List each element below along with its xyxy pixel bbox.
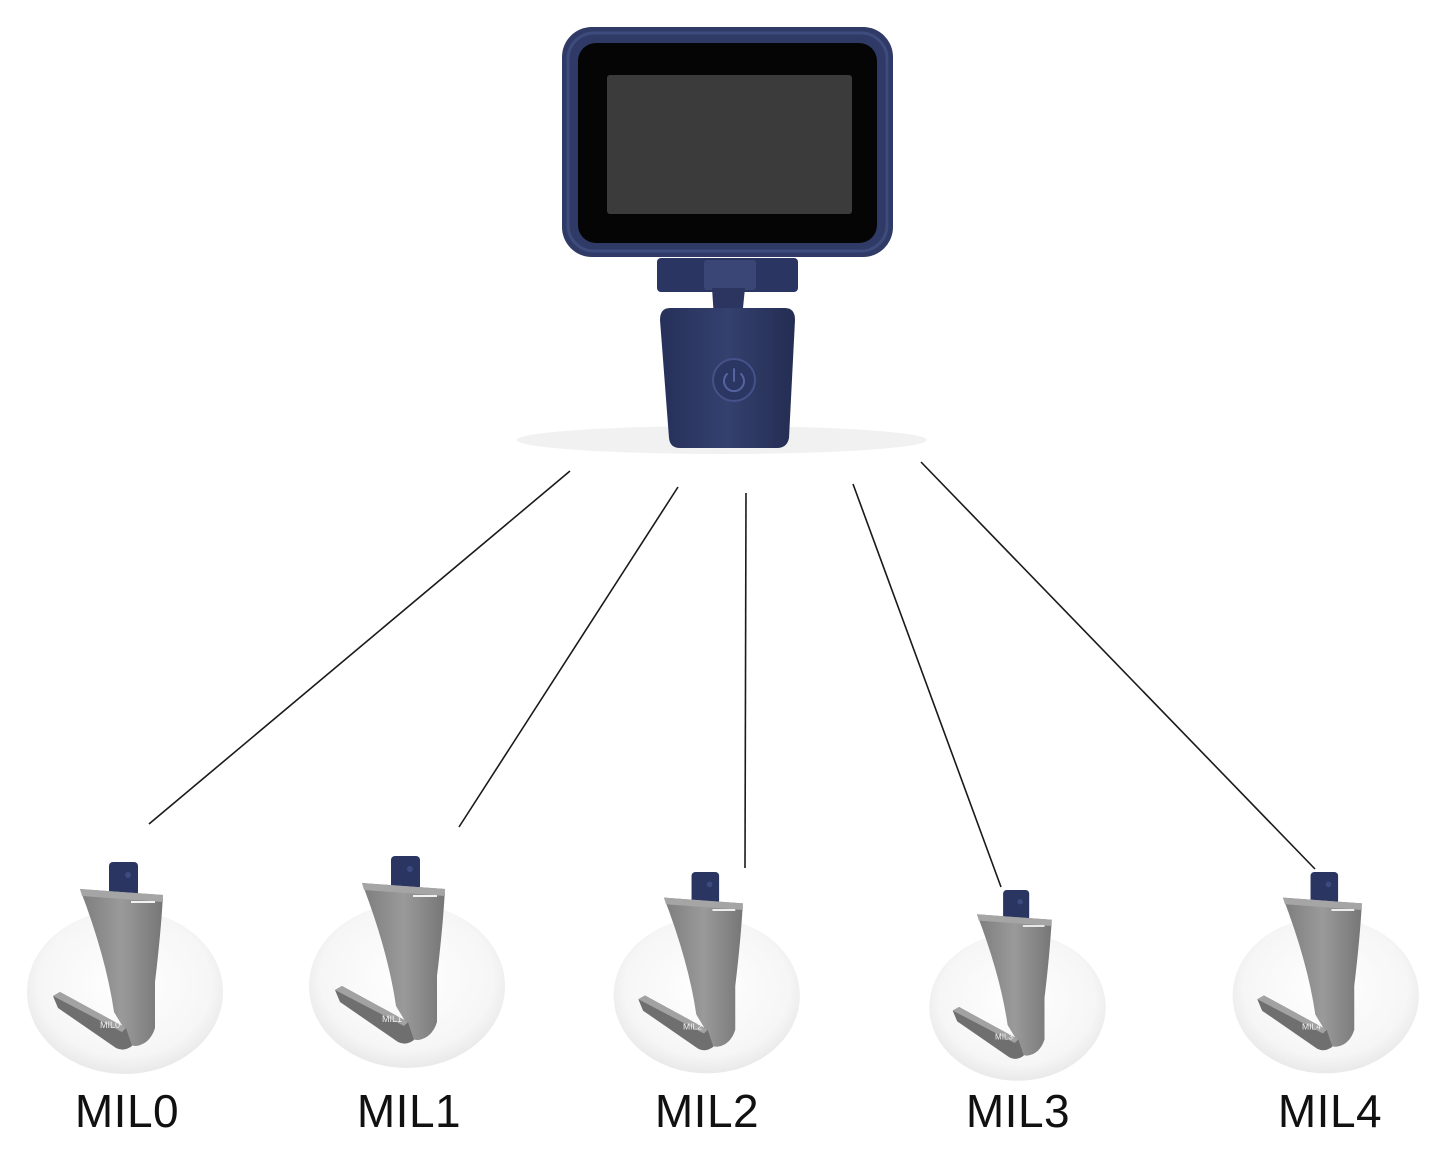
blade-cap-icon <box>1310 872 1339 905</box>
blade-label-mil0: MIL0 <box>74 1085 180 1137</box>
monitor-casing-edge <box>566 31 889 253</box>
blade-cap-dot <box>407 866 413 872</box>
blade-top-ledge <box>1283 897 1362 910</box>
blade-tongue-edge <box>952 1007 1019 1043</box>
blade-shaft <box>977 914 1052 1056</box>
blade-tongue <box>53 992 132 1050</box>
blade-size-mark: MIL1 <box>382 1014 402 1024</box>
blade-tongue-edge <box>1257 995 1327 1034</box>
blade-cap-dot <box>125 872 131 878</box>
blade-top-marking <box>1331 909 1355 911</box>
blade-top-ledge <box>80 889 163 902</box>
blade-cap-icon <box>691 872 720 905</box>
blade-cap-icon <box>391 856 420 890</box>
blade-size-mark: MIL0 <box>100 1020 120 1030</box>
blade-top-marking <box>712 909 736 911</box>
blade-tongue-edge <box>53 992 126 1032</box>
connector-line-1 <box>458 486 679 828</box>
blade-top-ledge <box>362 883 445 896</box>
hinge-knuckle <box>704 260 756 290</box>
blade-tongue <box>638 995 714 1051</box>
blade-top-marking <box>413 895 437 897</box>
blade-size-mark: MIL4 <box>1302 1022 1321 1032</box>
blade-shaft <box>1283 897 1362 1047</box>
blade-cap-dot <box>1017 899 1023 905</box>
blade-mil0: MIL0 <box>27 862 223 1074</box>
connector-line-0 <box>148 470 571 825</box>
blade-shaft <box>664 897 743 1047</box>
connector-lines <box>148 461 1316 888</box>
blade-mil3: MIL3 <box>929 890 1106 1081</box>
blade-tongue <box>952 1007 1024 1059</box>
blade-tongue <box>335 986 414 1044</box>
blade-size-mark: MIL2 <box>683 1022 702 1032</box>
blade-label-mil1: MIL1 <box>356 1085 462 1137</box>
blade-mil4: MIL4 <box>1232 872 1419 1074</box>
blade-size-mark: MIL3 <box>995 1032 1013 1041</box>
blade-label-mil4: MIL4 <box>1277 1085 1383 1137</box>
blade-shaft <box>362 883 445 1040</box>
blade-top-ledge <box>664 897 743 910</box>
blade-mil2: MIL2 <box>613 872 800 1074</box>
blade-cap-icon <box>1003 890 1030 921</box>
blade-top-marking <box>131 901 155 903</box>
blade-tongue-edge <box>638 995 708 1034</box>
blade-tongue-edge <box>335 986 408 1026</box>
blade-tongue <box>1257 995 1333 1051</box>
blade-top-ledge <box>977 914 1052 926</box>
connector-line-2 <box>744 492 747 869</box>
monitor-screen <box>607 75 852 214</box>
blade-cap-dot <box>1325 881 1332 888</box>
blade-label-mil3: MIL3 <box>965 1085 1071 1137</box>
blade-cap-dot <box>706 881 713 888</box>
blade-label-mil2: MIL2 <box>654 1085 760 1137</box>
power-symbol-arc <box>723 373 745 393</box>
connector-line-4 <box>920 461 1316 870</box>
blade-top-marking <box>1022 925 1045 927</box>
connector-line-3 <box>852 483 1002 888</box>
blade-shaft <box>80 889 163 1046</box>
blade-mil1: MIL1 <box>309 856 505 1068</box>
video-laryngoscope-monitor-icon <box>517 27 927 454</box>
blade-cap-icon <box>109 862 138 896</box>
